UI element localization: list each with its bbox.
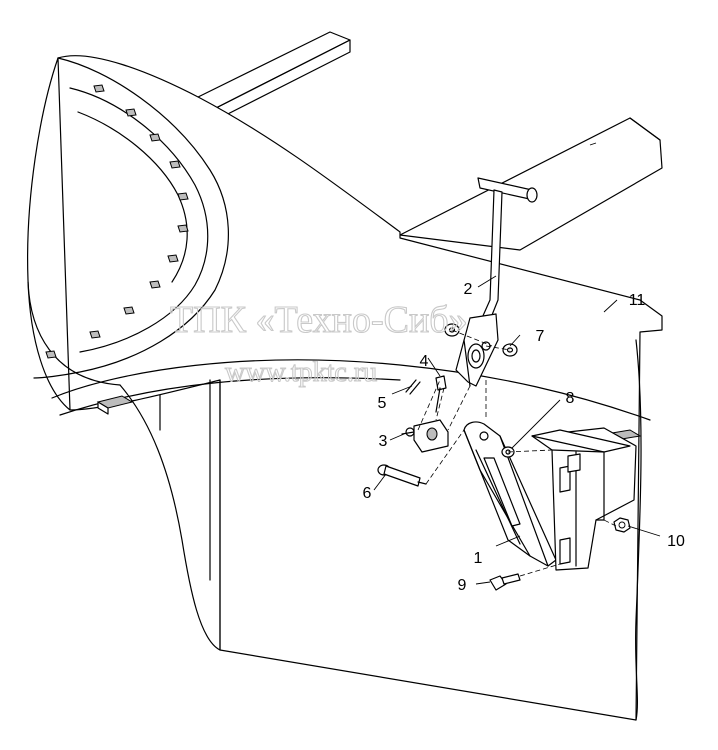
callout-9: 9	[458, 577, 467, 594]
nut-part-10	[613, 517, 631, 533]
mounting-plate	[531, 427, 637, 571]
pin-part-4	[435, 375, 447, 413]
callout-11: 11	[629, 292, 646, 309]
callout-8: 8	[566, 390, 575, 407]
frame-beam-right	[399, 117, 663, 251]
watermark-line-1: ТПК «Техно-Сиб»	[170, 299, 468, 341]
callout-10: 10	[667, 533, 685, 550]
callout-1: 1	[474, 550, 483, 567]
watermark-line-2: www.tpktc.ru	[225, 357, 377, 388]
callout-labels: 1 2 3 4 5 6 7 8 9 10 11	[363, 281, 685, 594]
callout-2: 2	[464, 281, 473, 298]
assembly-guide-lines	[417, 329, 617, 577]
leader-lines	[373, 275, 661, 585]
lever-part-2	[455, 177, 538, 387]
fork-part-3	[401, 419, 449, 453]
bracket-part-1	[463, 421, 557, 567]
fender-body	[27, 55, 663, 721]
callout-6: 6	[363, 485, 372, 502]
callout-7: 7	[536, 328, 545, 345]
bolt-part-9	[489, 573, 521, 591]
watermark: ТПК «Техно-Сиб» www.tpktc.ru	[169, 298, 468, 388]
pin-part-6	[377, 464, 427, 487]
callout-5: 5	[378, 395, 387, 412]
fender-clip	[96, 395, 134, 415]
fender-mounting-holes	[45, 84, 189, 359]
callout-3: 3	[379, 433, 388, 450]
callout-4: 4	[420, 353, 429, 370]
